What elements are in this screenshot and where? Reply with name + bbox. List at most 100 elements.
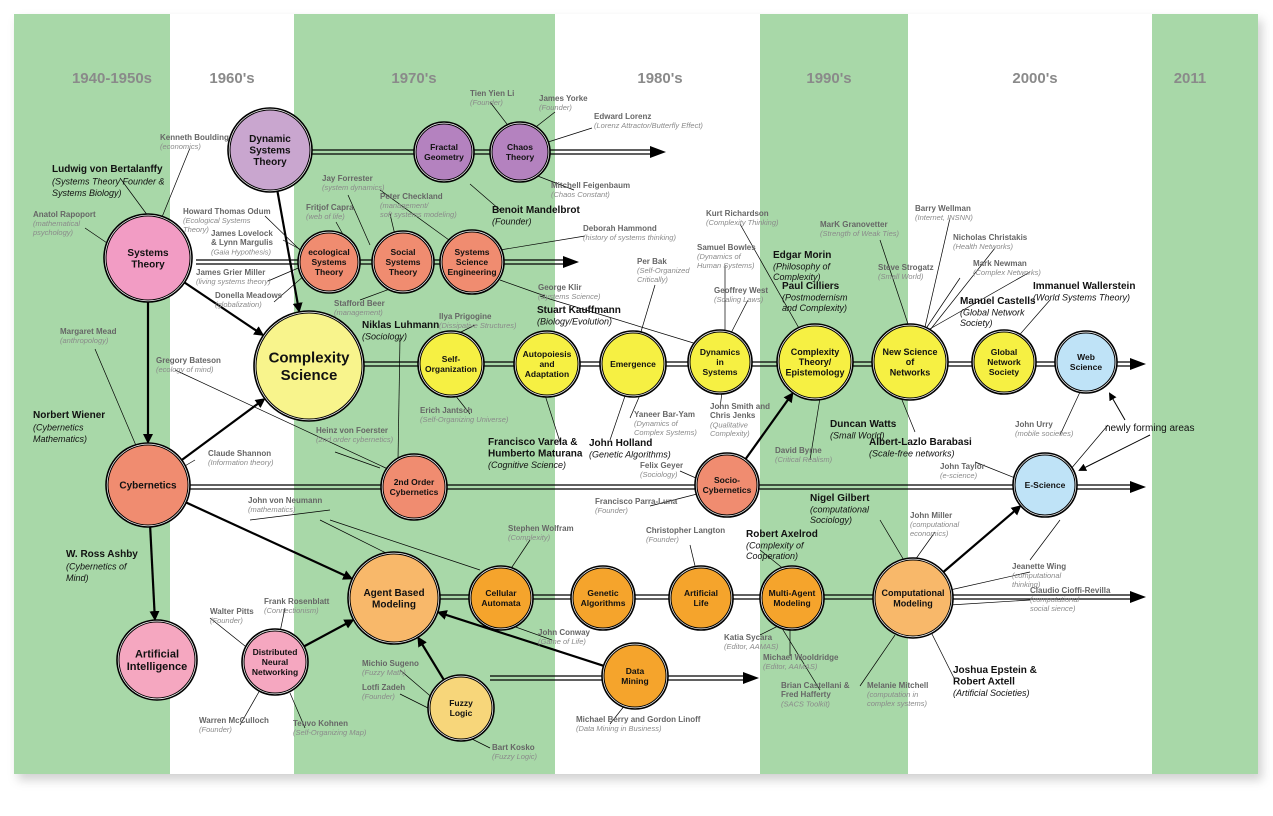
node-emergence[interactable]: Emergence bbox=[599, 330, 667, 398]
person-note: (Dynamics of bbox=[697, 252, 742, 261]
person-note: (Editor, AAMAS) bbox=[724, 642, 779, 651]
connector bbox=[119, 177, 149, 217]
person-note: (Strength of Weak Ties) bbox=[820, 229, 899, 238]
connector bbox=[609, 395, 626, 441]
person-name: Jeanette Wing bbox=[1012, 562, 1066, 571]
person-name: Erich Jantsch bbox=[420, 406, 473, 415]
person-li: Tien Yien Li(Founder) bbox=[470, 89, 514, 107]
person-note: (Founder) bbox=[539, 103, 572, 112]
person-yorke: James Yorke(Founder) bbox=[539, 94, 588, 112]
person-name: Bart Kosko bbox=[492, 743, 535, 752]
person-name: Heinz von Foerster bbox=[316, 426, 388, 435]
person-name: Geoffrey West bbox=[714, 286, 768, 295]
person-note: (Founder) bbox=[362, 692, 395, 701]
person-note: (mobile societies) bbox=[1015, 429, 1074, 438]
person-mead: Margaret Mead(anthropology) bbox=[60, 327, 117, 345]
connector bbox=[469, 183, 501, 211]
person-rosenblatt: Frank Rosenblatt(Connectionism) bbox=[264, 597, 330, 615]
person-note: (Health Networks) bbox=[953, 242, 1014, 251]
node-self-organization[interactable]: Self-Organization bbox=[417, 330, 485, 398]
person-zadeh: Lotfi Zadeh(Founder) bbox=[362, 683, 405, 701]
person-name: Tien Yien Li bbox=[470, 89, 514, 98]
person-lovelock: James Lovelock& Lynn Margulis(Gaia Hypot… bbox=[211, 229, 273, 256]
arrow-dynamic-systems-theory-to-complexity-science bbox=[276, 191, 303, 313]
person-name: Teuvo Kohnen bbox=[293, 719, 348, 728]
person-note: Theory) bbox=[183, 225, 209, 234]
node-cybernetics[interactable]: Cybernetics bbox=[105, 442, 191, 528]
person-name: Paul Cilliers bbox=[782, 281, 840, 292]
person-kohnen: Teuvo Kohnen(Self-Organizing Map) bbox=[293, 719, 367, 737]
person-note: (mathematical bbox=[33, 219, 80, 228]
person-name: Benoit Mandelbrot bbox=[492, 205, 580, 216]
person-note: (Complex Networks) bbox=[973, 268, 1041, 277]
person-note: (computational bbox=[1030, 595, 1080, 604]
person-name: Christopher Langton bbox=[646, 526, 725, 535]
connector bbox=[454, 394, 471, 415]
person-note: (2nd order cybernetics) bbox=[316, 435, 394, 444]
person-name: Humberto Maturana bbox=[488, 449, 583, 460]
person-note: (history of systems thinking) bbox=[583, 233, 676, 242]
person-name: MarK Granovetter bbox=[820, 220, 888, 229]
node-e-science[interactable]: E-Science bbox=[1012, 452, 1078, 518]
person-note: (Scale-free networks) bbox=[869, 449, 955, 459]
person-name: Mark Newman bbox=[973, 259, 1027, 268]
connector bbox=[779, 624, 821, 691]
person-note: (Founder) bbox=[646, 535, 679, 544]
connector bbox=[924, 217, 951, 328]
person-lorenz: Edward Lorenz(Lorenz Attractor/Butterfly… bbox=[594, 112, 703, 130]
person-castellani: Brian Castellani &Fred Hafferty(SACS Too… bbox=[781, 681, 850, 708]
person-name: Donella Meadows bbox=[215, 291, 283, 300]
person-name: Jay Forrester bbox=[322, 174, 373, 183]
person-checkland: Peter Checkland(management/soft systems … bbox=[380, 192, 457, 219]
person-note: (Founder) bbox=[210, 616, 243, 625]
person-note: (mathematics) bbox=[248, 505, 296, 514]
person-sycara: Katia Sycara(Editor, AAMAS) bbox=[724, 633, 779, 651]
person-note: (Small World) bbox=[830, 431, 885, 441]
node-socio-cybernetics[interactable]: Socio-Cybernetics bbox=[694, 452, 760, 518]
person-name: Barry Wellman bbox=[915, 204, 971, 213]
person-note: (Systems Theory Founder & bbox=[52, 177, 165, 187]
node-label: Emergence bbox=[610, 359, 656, 369]
person-note: (Complexity Thinking) bbox=[706, 218, 779, 227]
connector bbox=[509, 539, 531, 571]
person-note: economics) bbox=[910, 529, 949, 538]
connector bbox=[84, 227, 111, 246]
node-label: Self-Organization bbox=[425, 354, 477, 374]
person-note: (Founder) bbox=[492, 217, 532, 227]
person-name: W. Ross Ashby bbox=[66, 549, 138, 560]
person-byrne: David Byrne(Critical Realism) bbox=[775, 446, 833, 464]
person-conway: John Conway(Game of Life) bbox=[538, 628, 591, 646]
connector bbox=[334, 451, 381, 469]
